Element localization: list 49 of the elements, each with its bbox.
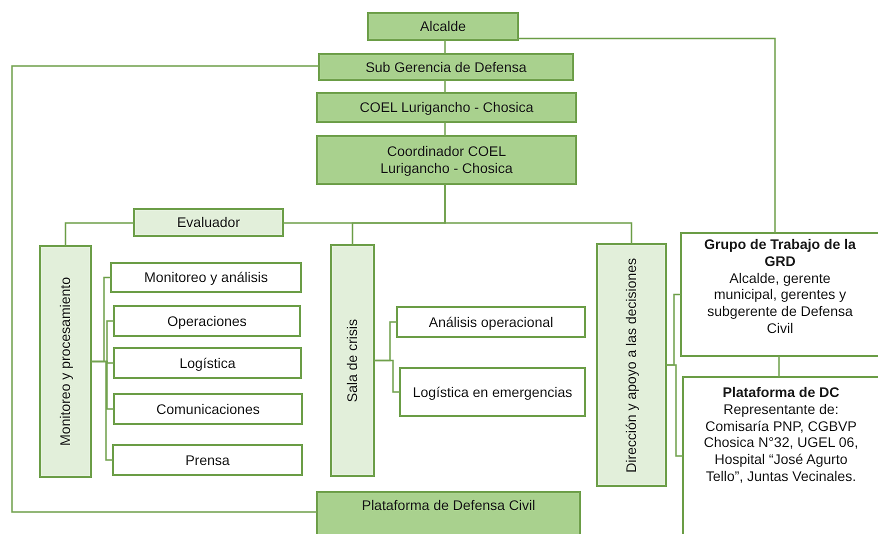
function-box <box>112 444 303 476</box>
connector-line <box>92 360 112 461</box>
box-label: Sala de crisis <box>344 318 361 402</box>
group-description: Representante de: Comisaría PNP, CGBVP Chosica N°32, UGEL 06, Hospital “José Agurto Tello”, Juntas Vecinales. <box>702 400 860 485</box>
org-box <box>316 491 581 534</box>
org-box <box>318 53 574 81</box>
box-label: Dirección y apoyo a las decisiones <box>623 258 640 472</box>
connector-line <box>519 38 776 232</box>
function-box <box>113 393 303 425</box>
group-description: Alcalde, gerente municipal, gerentes y subgerente de Defensa Civil <box>706 270 854 337</box>
unit-box <box>330 244 375 477</box>
box-label: Alcalde <box>420 18 466 35</box>
function-box <box>399 367 586 417</box>
connector-line <box>64 222 133 245</box>
function-box <box>113 347 302 379</box>
box-label: Evaluador <box>176 214 240 231</box>
box-label: COEL Lurigancho - Chosica <box>360 99 534 116</box>
group-heading: Plataforma de DC <box>722 384 840 401</box>
box-label: Logística <box>179 354 236 372</box>
group-box <box>680 232 878 357</box>
box-label: Monitoreo y procesamiento <box>57 277 74 446</box>
unit-box <box>133 208 284 237</box>
connector-line <box>375 360 399 393</box>
box-label: Logística en emergencias <box>412 384 572 400</box>
function-box <box>110 262 302 293</box>
function-box <box>113 305 301 337</box>
box-label: Comunicaciones <box>156 400 260 418</box>
group-heading: Grupo de Trabajo de la GRD <box>703 236 857 270</box>
box-label: Plataforma de Defensa Civil <box>362 497 536 514</box>
connector-line <box>444 81 446 92</box>
unit-box <box>39 245 92 478</box>
box-label: Prensa <box>185 452 230 468</box>
box-label: Coordinador COEL Lurigancho - Chosica <box>379 143 514 177</box>
connector-line <box>778 357 780 376</box>
org-box <box>316 135 577 185</box>
org-box <box>367 12 519 41</box>
box-label: Operaciones <box>167 312 247 330</box>
function-box <box>396 306 586 338</box>
connector-line <box>667 364 682 457</box>
box-label: Análisis operacional <box>428 314 554 330</box>
unit-box <box>596 243 667 487</box>
org-box <box>316 92 577 123</box>
box-label: Monitoreo y análisis <box>144 269 268 286</box>
box-label: Sub Gerencia de Defensa <box>365 58 527 76</box>
group-box <box>682 376 878 534</box>
connector-line <box>11 65 318 513</box>
connector-line <box>444 185 632 243</box>
connector-line <box>444 123 446 135</box>
connector-line <box>444 41 446 53</box>
